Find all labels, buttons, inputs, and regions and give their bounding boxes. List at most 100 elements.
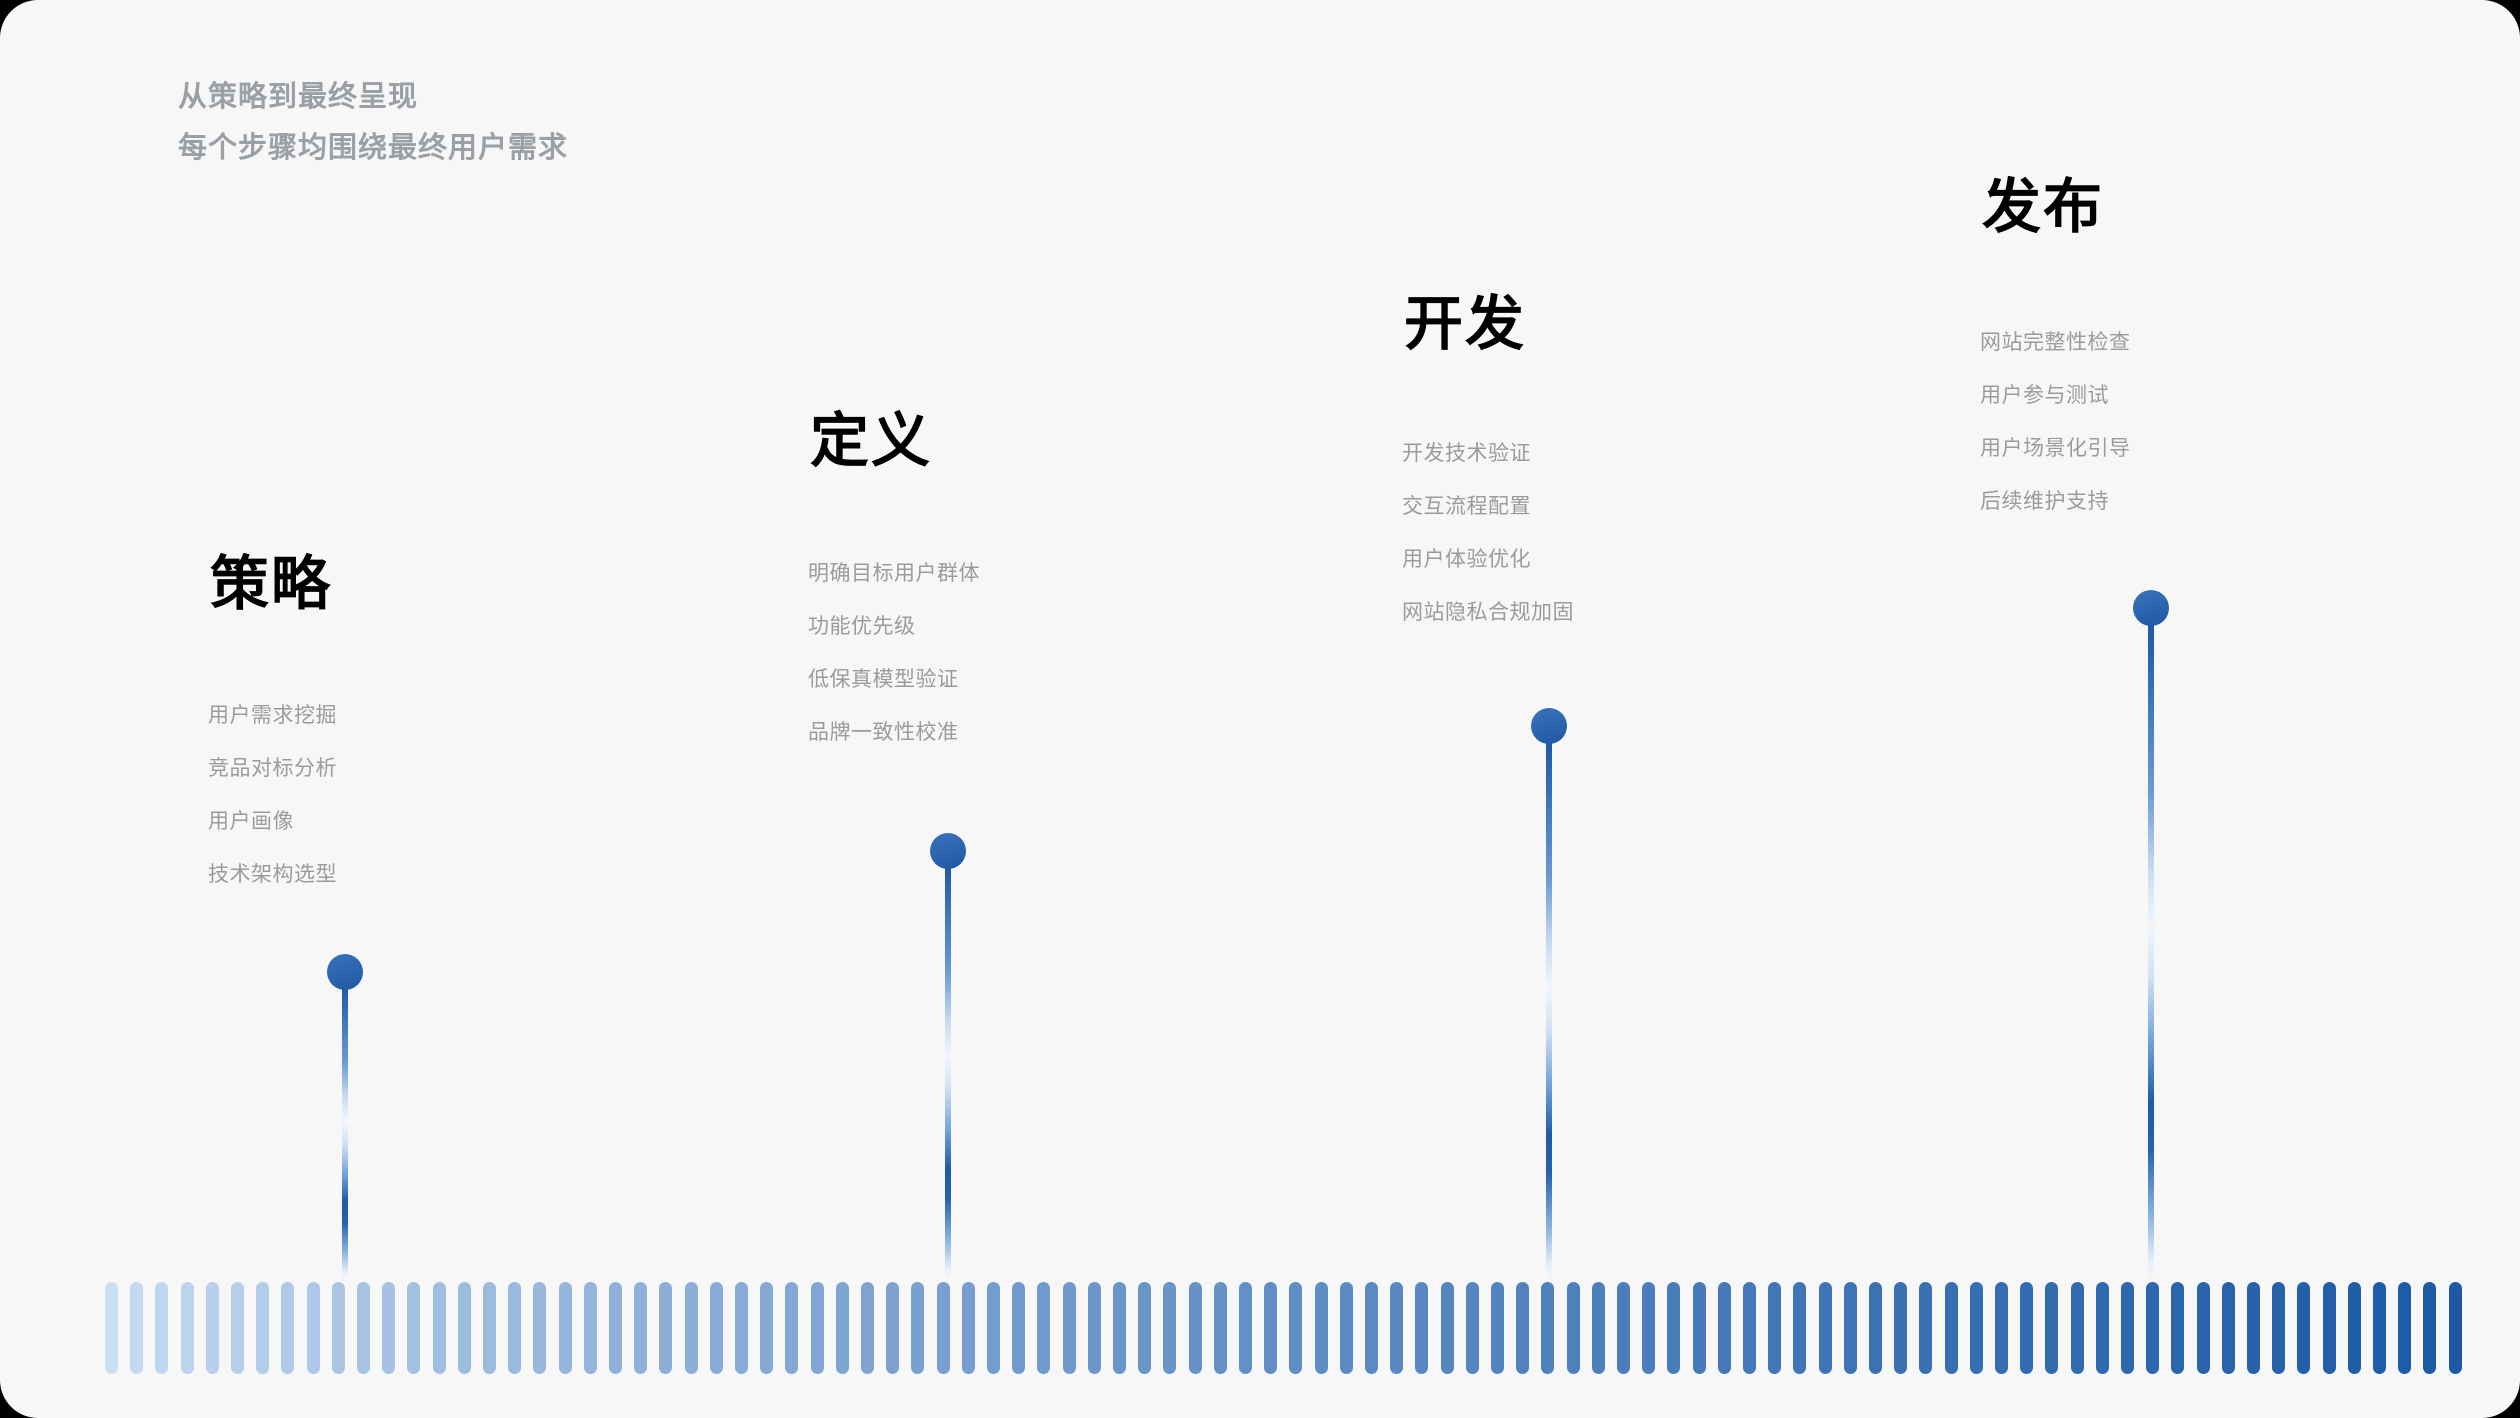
gradient-bar: [1264, 1282, 1278, 1374]
stage-items-launch: 网站完整性检查用户参与测试用户场景化引导后续维护支持: [1980, 332, 2131, 544]
gradient-bar: [936, 1282, 950, 1374]
gradient-bar: [1591, 1282, 1605, 1374]
stage-item: 用户需求挖掘: [208, 704, 337, 727]
gradient-bar: [281, 1282, 295, 1374]
gradient-bar: [1843, 1282, 1857, 1374]
gradient-bar: [2171, 1282, 2185, 1374]
gradient-bar: [2448, 1282, 2462, 1374]
timeline-stem-define: [945, 863, 951, 1282]
stage-item: 技术架构选型: [208, 863, 337, 886]
gradient-bar: [432, 1282, 446, 1374]
stage-items-develop: 开发技术验证交互流程配置用户体验优化网站隐私合规加固: [1402, 443, 1574, 655]
gradient-bar: [1692, 1282, 1706, 1374]
gradient-bar: [180, 1282, 194, 1374]
gradient-bar: [105, 1282, 118, 1374]
gradient-bar: [256, 1282, 270, 1374]
timeline-dot-launch[interactable]: [2133, 590, 2169, 626]
gradient-bar: [1995, 1282, 2008, 1374]
gradient-bar: [2373, 1282, 2386, 1374]
gradient-bar: [1188, 1282, 1202, 1374]
stage-item: 用户场景化引导: [1980, 437, 2131, 460]
gradient-bar: [1289, 1282, 1303, 1374]
gradient-bar: [760, 1282, 774, 1374]
stage-item: 开发技术验证: [1402, 442, 1531, 465]
timeline-dot-develop[interactable]: [1531, 708, 1567, 744]
gradient-bar: [483, 1282, 496, 1374]
gradient-bar: [735, 1282, 748, 1374]
gradient-bar: [2070, 1282, 2084, 1374]
gradient-bar: [1617, 1282, 1630, 1374]
stage-item: 后续维护支持: [1980, 490, 2109, 513]
stage-title-define: 定义: [810, 408, 933, 474]
stage-item: 明确目标用户群体: [808, 562, 980, 585]
gradient-bar: [1516, 1282, 1530, 1374]
stage-item: 网站完整性检查: [1980, 331, 2131, 354]
gradient-bar: [2045, 1282, 2059, 1374]
gradient-bar: [2196, 1282, 2210, 1374]
gradient-bar: [2095, 1282, 2109, 1374]
stage-item: 品牌一致性校准: [808, 721, 959, 744]
gradient-bar: [1390, 1282, 1404, 1374]
gradient-bar: [1465, 1282, 1479, 1374]
header-line-1: 从策略到最终呈现: [178, 81, 419, 113]
timeline-stem-develop: [1546, 738, 1552, 1282]
timeline-dot-define[interactable]: [930, 833, 966, 869]
gradient-bar: [2423, 1282, 2437, 1374]
gradient-bar: [306, 1282, 320, 1374]
gradient-bar: [1138, 1282, 1152, 1374]
gradient-bar: [785, 1282, 799, 1374]
gradient-bar: [2121, 1282, 2134, 1374]
stage-item: 竞品对标分析: [208, 757, 337, 780]
gradient-bar: [609, 1282, 622, 1374]
stage-title-launch: 发布: [1982, 174, 2105, 240]
gradient-bar: [1491, 1282, 1504, 1374]
stage-title-develop: 开发: [1404, 291, 1527, 357]
gradient-bar: [457, 1282, 471, 1374]
gradient-bar: [1743, 1282, 1756, 1374]
gradient-bar: [1642, 1282, 1656, 1374]
gradient-bar: [155, 1282, 169, 1374]
header-line-2: 每个步骤均围绕最终用户需求: [178, 131, 569, 164]
gradient-bar: [1969, 1282, 1983, 1374]
gradient-bar: [558, 1282, 572, 1374]
gradient-bar: [205, 1282, 219, 1374]
gradient-bar: [1667, 1282, 1681, 1374]
gradient-bar: [382, 1282, 396, 1374]
gradient-bar: [407, 1282, 421, 1374]
gradient-bar: [886, 1282, 900, 1374]
gradient-bar: [2020, 1282, 2034, 1374]
gradient-bar: [231, 1282, 244, 1374]
gradient-bar: [2322, 1282, 2336, 1374]
gradient-bar: [1213, 1282, 1227, 1374]
gradient-bar: [810, 1282, 824, 1374]
stage-item: 网站隐私合规加固: [1402, 601, 1574, 624]
gradient-bar: [1440, 1282, 1454, 1374]
stage-items-strategy: 用户需求挖掘竞品对标分析用户画像技术架构选型: [208, 705, 337, 917]
gradient-bar: [2398, 1282, 2412, 1374]
gradient-bar: [1062, 1282, 1076, 1374]
gradient-bar: [861, 1282, 874, 1374]
gradient-bar: [1717, 1282, 1731, 1374]
gradient-bar: [659, 1282, 673, 1374]
gradient-bar: [357, 1282, 370, 1374]
gradient-bar: [987, 1282, 1000, 1374]
gradient-bar: [2146, 1282, 2160, 1374]
gradient-bar: [961, 1282, 975, 1374]
gradient-bar: [508, 1282, 522, 1374]
gradient-bar: [1012, 1282, 1026, 1374]
gradient-bar: [1818, 1282, 1832, 1374]
bottom-bar-strip: [0, 1282, 2520, 1418]
gradient-bar: [911, 1282, 925, 1374]
stage-title-strategy: 策略: [210, 551, 333, 617]
gradient-bar: [1415, 1282, 1429, 1374]
gradient-bar: [2272, 1282, 2286, 1374]
gradient-bar: [2347, 1282, 2361, 1374]
timeline-stem-strategy: [342, 984, 348, 1282]
gradient-bar: [1037, 1282, 1051, 1374]
stage-item: 用户画像: [208, 810, 294, 833]
timeline-dot-strategy[interactable]: [327, 954, 363, 990]
